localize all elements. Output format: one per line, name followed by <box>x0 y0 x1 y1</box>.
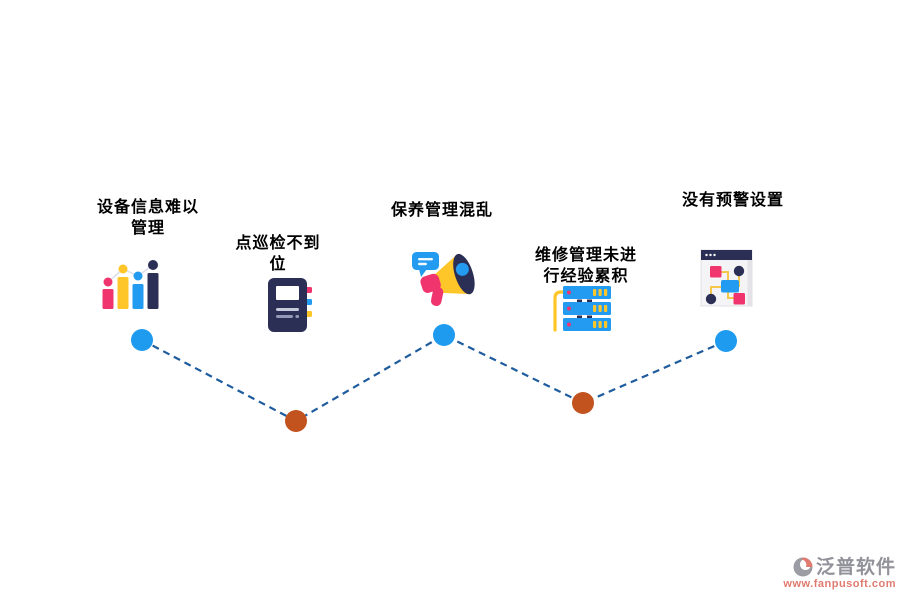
server-row <box>563 286 611 299</box>
node-label-5: 没有预警设置 <box>653 190 813 211</box>
watermark-brand: 泛普软件 <box>815 557 896 578</box>
node-label-2-line1: 点巡检不到 <box>235 235 321 252</box>
megaphone-icon <box>412 252 475 306</box>
server-stack-icon <box>553 286 611 332</box>
node-label-1-line2: 管理 <box>130 220 165 237</box>
node-label-4-line1: 维修管理未进 <box>534 247 637 264</box>
zigzag-dashed-line <box>141 333 727 423</box>
bar-chart-icon <box>102 260 159 309</box>
node-label-3: 保养管理混乱 <box>362 200 522 221</box>
timeline-dot-5 <box>715 330 737 352</box>
watermark-url: www.fanpusoft.com <box>783 578 896 590</box>
timeline-dot-2 <box>285 410 307 432</box>
node-label-1-line1: 设备信息难以 <box>96 199 199 216</box>
alert-window-icon <box>700 249 753 307</box>
node-label-5-line1: 没有预警设置 <box>681 192 784 209</box>
watermark: 泛普软件 www.fanpusoft.com <box>768 552 896 590</box>
server-row <box>563 318 611 331</box>
timeline-dot-4 <box>572 392 594 414</box>
server-row <box>563 302 611 315</box>
node-label-4-line2: 行经验累积 <box>543 268 629 285</box>
node-label-3-line1: 保养管理混乱 <box>390 202 493 219</box>
notebook-icon <box>268 278 312 332</box>
node-label-1: 设备信息难以 管理 <box>68 197 228 239</box>
timeline-dot-3 <box>433 324 455 346</box>
node-label-2-line2: 位 <box>269 256 287 273</box>
node-label-4: 维修管理未进 行经验累积 <box>506 245 666 287</box>
speech-bubble-icon <box>412 252 439 277</box>
node-label-2: 点巡检不到 位 <box>198 233 358 275</box>
timeline-dot-1 <box>131 329 153 351</box>
fanpu-logo-icon <box>793 557 813 576</box>
